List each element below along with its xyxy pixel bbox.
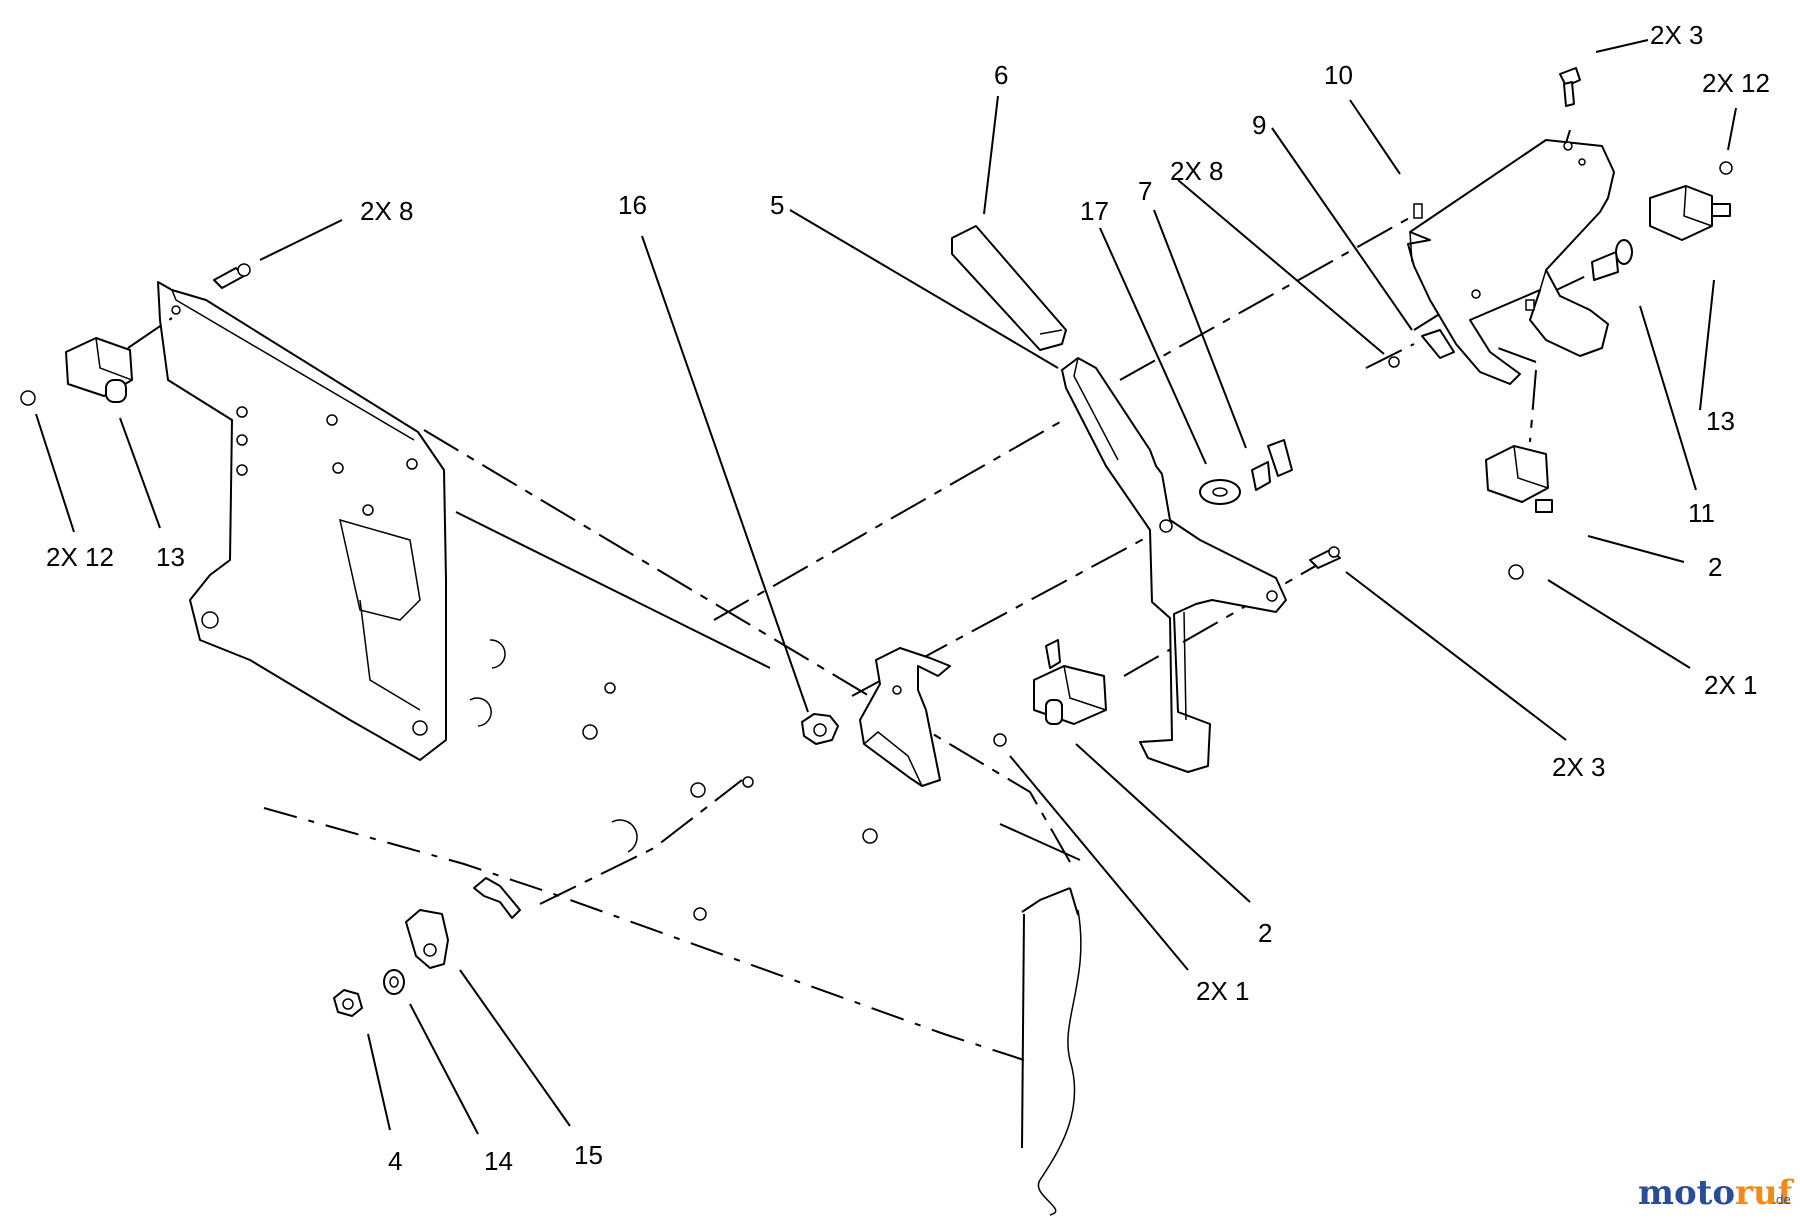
washer-bolt <box>1199 439 1293 505</box>
label-10: 10 <box>1324 60 1353 90</box>
watermark-part2: ruf <box>1735 1173 1795 1213</box>
label-15: 15 <box>574 1140 603 1170</box>
bolt <box>1591 239 1633 281</box>
watermark-part1: moto <box>1638 1173 1735 1213</box>
label-2x12-left: 2X 12 <box>46 542 114 572</box>
label-4: 4 <box>388 1146 402 1176</box>
label-2x1-right: 2X 1 <box>1704 670 1758 700</box>
label-2x3-top: 2X 3 <box>1650 20 1704 50</box>
svg-text:motoruf: motoruf <box>1638 1173 1795 1213</box>
lever <box>1061 357 1287 773</box>
watermark-logo: motoruf .de <box>1638 1173 1795 1213</box>
switch-bracket <box>859 647 951 787</box>
label-7: 7 <box>1138 176 1152 206</box>
hex-nut-bottom <box>333 989 363 1017</box>
label-2-mid: 2 <box>1258 918 1272 948</box>
right-switch <box>1649 161 1733 241</box>
label-2x1-mid: 2X 1 <box>1196 976 1250 1006</box>
left-mounting-plate <box>157 281 447 761</box>
left-screw <box>213 263 251 289</box>
label-14: 14 <box>484 1146 513 1176</box>
washer <box>383 969 405 995</box>
label-11: 11 <box>1688 498 1715 528</box>
label-2-right: 2 <box>1708 552 1722 582</box>
label-13-left: 13 <box>156 542 185 572</box>
label-6: 6 <box>994 60 1008 90</box>
watermark-suffix: .de <box>1772 1193 1791 1207</box>
label-2x12-top: 2X 12 <box>1702 68 1770 98</box>
label-9: 9 <box>1252 110 1266 140</box>
upper-bracket <box>1407 139 1615 385</box>
center-panel-holes <box>469 639 878 921</box>
cable-clamp <box>405 909 449 969</box>
label-5: 5 <box>770 190 784 220</box>
label-13-right: 13 <box>1706 406 1735 436</box>
label-2x3-right: 2X 3 <box>1552 752 1606 782</box>
leader-lines <box>35 39 1737 1135</box>
wire-clip <box>473 877 521 919</box>
left-switch <box>20 337 133 406</box>
callout-labels: 2X 3 2X 12 10 6 9 2X 8 7 17 5 16 2X 8 13… <box>46 20 1770 1176</box>
label-17: 17 <box>1080 196 1109 226</box>
right-lower-switch <box>1485 445 1553 580</box>
grip <box>951 225 1067 351</box>
label-16: 16 <box>618 190 647 220</box>
label-2x8-mid: 2X 8 <box>1170 156 1224 186</box>
hex-nut-center <box>801 713 839 745</box>
center-switch <box>993 639 1107 747</box>
top-screw <box>1559 67 1581 107</box>
center-screw <box>1309 546 1341 569</box>
label-2x8-left: 2X 8 <box>360 196 414 226</box>
small-clip <box>1388 329 1455 368</box>
